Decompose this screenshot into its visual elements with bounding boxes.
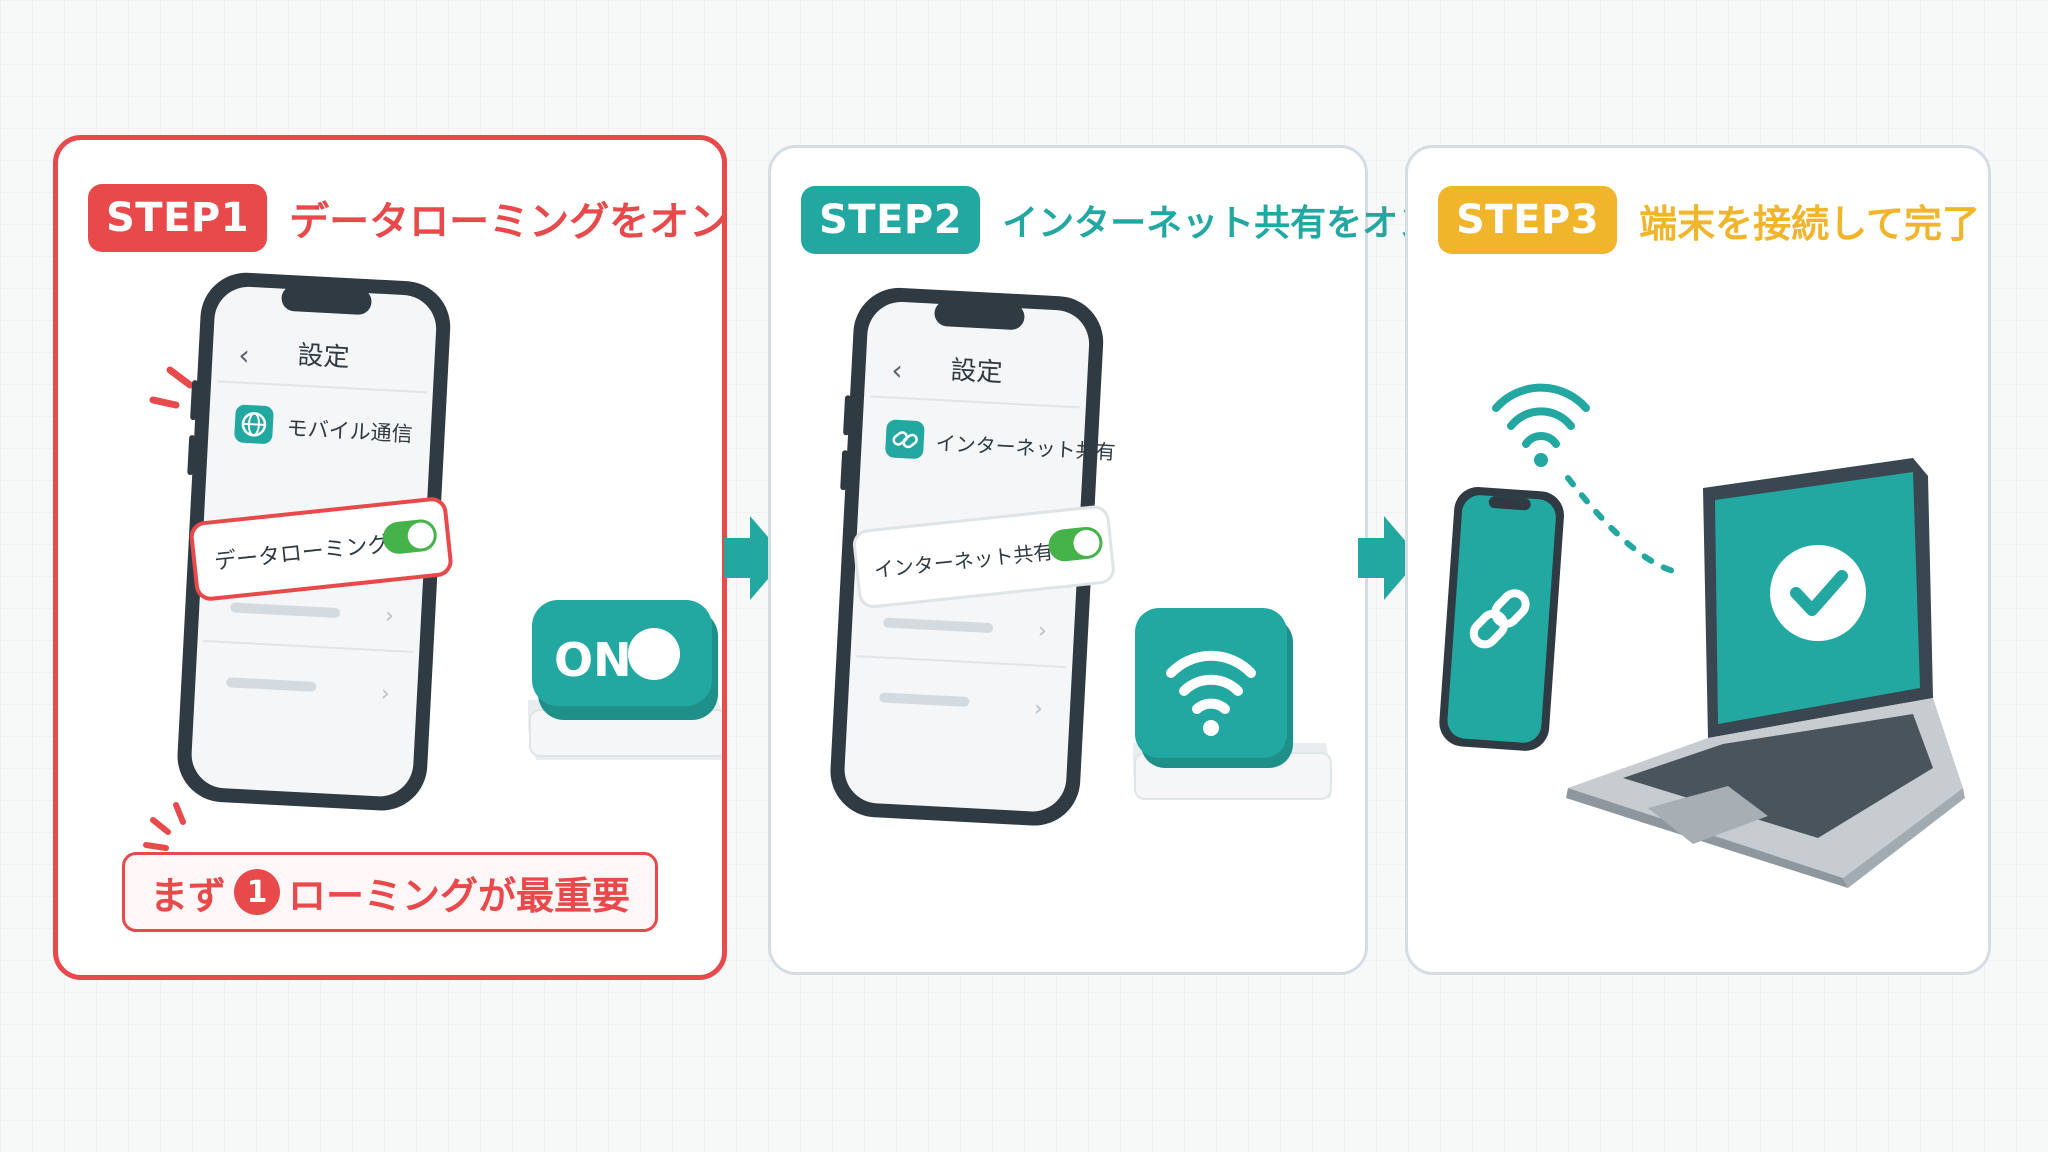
phone-device (1439, 487, 1564, 751)
on-label: ON (554, 633, 632, 687)
step1-callout: まず 1 ローミングが最重要 (122, 852, 658, 932)
burst-icon (143, 802, 186, 851)
step3-panel: STEP3 端末を接続して完了 (1405, 145, 1991, 975)
arrow-right-icon (1358, 516, 1420, 600)
svg-text:›: › (384, 603, 394, 628)
step1-badge: STEP1 (88, 184, 268, 252)
back-arrow-icon: ‹ (238, 338, 251, 372)
svg-text:›: › (380, 681, 390, 706)
step3-header: STEP3 端末を接続して完了 (1438, 186, 1980, 254)
laptop-device (1566, 458, 1965, 888)
step3-badge: STEP3 (1438, 186, 1618, 254)
connection-line (1565, 475, 1686, 576)
wifi-icon (1166, 650, 1256, 714)
on-toggle-illustration: ON (528, 600, 722, 760)
callout-number-badge: 1 (234, 869, 280, 915)
arrow-right-icon (724, 516, 786, 600)
step2-panel: STEP2 インターネット共有をオン ‹ 設定 インターネット共有 › › イン (768, 145, 1434, 975)
internet-sharing-row[interactable]: インターネット共有 (852, 505, 1115, 609)
step3-illustration (1439, 383, 1965, 888)
step2-badge: STEP2 (801, 186, 981, 254)
svg-text:›: › (1037, 619, 1047, 644)
back-arrow-icon: ‹ (891, 354, 904, 388)
wifi-block-illustration (1133, 608, 1332, 800)
step3-title: 端末を接続して完了 (1639, 201, 1980, 246)
step1-panel: STEP1 データローミングをオン ‹ 設定 モバイル通信 › (53, 135, 729, 980)
step2-title: インターネット共有をオン (1002, 203, 1435, 244)
data-roaming-row[interactable]: データローミング (189, 497, 453, 601)
wifi-icon (1492, 383, 1590, 448)
callout-post: ローミングが最重要 (288, 873, 631, 918)
check-icon (1790, 570, 1848, 616)
step1-illustration: ‹ 設定 モバイル通信 › › データローミング (143, 272, 722, 851)
step1-title: データローミングをオン (289, 199, 730, 245)
phone-screen-title: 設定 (297, 341, 351, 374)
phone-screen-title: 設定 (950, 356, 1004, 389)
step1-header: STEP1 データローミングをオン (88, 184, 729, 252)
step2-illustration: ‹ 設定 インターネット共有 › › インターネット共有 (830, 287, 1332, 826)
link-icon (1469, 589, 1530, 649)
callout-pre: まず (149, 873, 226, 918)
svg-text:›: › (1033, 696, 1043, 721)
step2-header: STEP2 インターネット共有をオン (801, 186, 1434, 254)
